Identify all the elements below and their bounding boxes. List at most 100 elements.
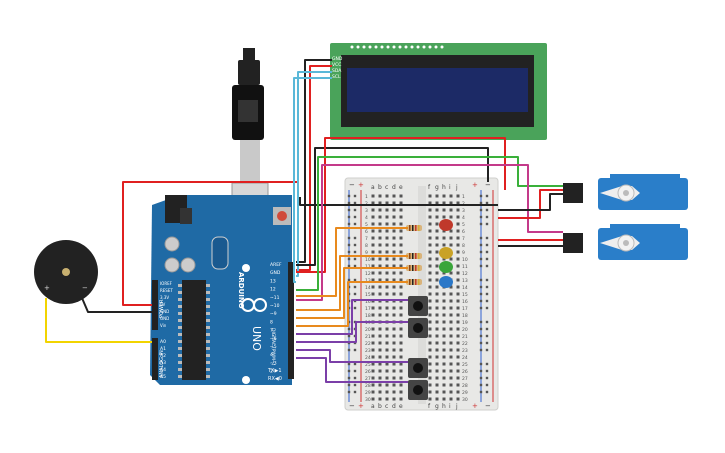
row-number-right: 9 (462, 250, 465, 256)
digital-section-label: DIGITAL (PWM~) (270, 328, 276, 366)
row-number-left: 26 (365, 369, 371, 375)
digital-pin-label: 2 (270, 369, 273, 375)
piezo-buzzer[interactable]: + − (34, 240, 98, 304)
rail-minus-label-right: − (485, 181, 491, 189)
rail-plus-label: + (358, 181, 364, 189)
rail-plus-label-bottom-right: + (472, 402, 478, 410)
lcd-pin-sda: SDA (332, 68, 342, 74)
row-number-left: 29 (365, 390, 371, 396)
analog-section-label: ANALOG IN (159, 350, 165, 378)
lcd-display[interactable]: GND VCC SDA SCL (330, 43, 547, 140)
digital-pin-label: 8 (270, 319, 273, 325)
row-number-left: 5 (365, 222, 368, 228)
column-letter-bottom: h (442, 403, 446, 410)
row-number-left: 15 (365, 292, 371, 298)
digital-pin-label: ~5 (270, 344, 277, 350)
digital-header (288, 262, 294, 379)
row-number-left: 30 (365, 397, 371, 403)
row-number-left: 4 (365, 215, 368, 221)
analog-pin-label: A2 (160, 353, 166, 359)
digital-pin-label: 12 (270, 287, 276, 293)
lcd-header-pins (350, 45, 444, 49)
led-yellow[interactable] (439, 247, 453, 259)
row-number-left: 24 (365, 355, 371, 361)
row-number-right: 4 (462, 215, 465, 221)
column-letter-bottom: g (435, 403, 439, 410)
analog-pin-label: A5 (160, 374, 166, 380)
led-blue[interactable] (439, 276, 453, 288)
row-number-left: 25 (365, 362, 371, 368)
power-pin-label: GND (160, 316, 169, 321)
lcd-pin-gnd: GND (332, 56, 343, 62)
row-number-right: 7 (462, 236, 465, 242)
resistors[interactable] (406, 225, 422, 285)
rail-plus-label-right: + (472, 181, 478, 189)
digital-pin-label: ~9 (270, 311, 277, 317)
digital-pin-label: 7 (270, 328, 273, 334)
power-header (152, 280, 158, 330)
led-red[interactable] (439, 219, 453, 231)
row-number-left: 3 (365, 208, 368, 214)
analog-pin-label: A1 (160, 346, 166, 352)
power-pin-label: 3.3V (160, 295, 169, 300)
push-button-4[interactable] (408, 380, 428, 400)
digital-pin-label: ~3 (270, 360, 277, 366)
row-number-right: 17 (462, 306, 468, 312)
column-letter-top: c (385, 184, 388, 191)
row-number-left: 20 (365, 327, 371, 333)
column-letter-top: g (435, 184, 439, 191)
power-pin-label: RESET (160, 288, 173, 293)
digital-pin-label: ~10 (270, 303, 280, 309)
row-number-right: 8 (462, 243, 465, 249)
column-letter-top: j (455, 184, 458, 191)
row-number-right: 18 (462, 313, 468, 319)
column-letter-top: e (399, 184, 403, 191)
lcd-pin-scl: SCL (332, 74, 341, 80)
arduino-logo (241, 298, 267, 312)
row-number-left: 10 (365, 257, 371, 263)
row-number-right: 6 (462, 229, 465, 235)
row-number-left: 6 (365, 229, 368, 235)
row-number-right: 29 (462, 390, 468, 396)
servo-motor-bottom[interactable] (563, 224, 688, 260)
digital-pin-label: AREF (270, 262, 282, 268)
row-number-right: 28 (462, 383, 468, 389)
row-number-left: 12 (365, 271, 371, 277)
push-button-1[interactable] (408, 296, 428, 316)
rail-minus-label-bottom: − (349, 402, 355, 410)
row-number-left: 1 (365, 194, 368, 200)
row-number-right: 23 (462, 348, 468, 354)
row-number-right: 1 (462, 194, 465, 200)
digital-pin-label: 13 (270, 278, 276, 284)
row-number-right: 3 (462, 208, 465, 214)
digital-pin-label: GND (270, 270, 281, 276)
push-button-2[interactable] (408, 318, 428, 338)
row-number-left: 14 (365, 285, 371, 291)
power-pin-label: IOREF (160, 281, 173, 286)
row-number-right: 26 (462, 369, 468, 375)
power-pin-label: 5V (160, 302, 166, 307)
row-number-right: 24 (462, 355, 468, 361)
tx-label: TX▶1 (267, 368, 282, 374)
column-letter-top: h (442, 184, 446, 191)
row-number-right: 12 (462, 271, 468, 277)
row-number-left: 16 (365, 299, 371, 305)
wires[interactable] (45, 59, 563, 383)
push-button-3[interactable] (408, 358, 428, 378)
column-letter-top: b (378, 184, 382, 191)
led-green[interactable] (439, 261, 453, 273)
rail-plus-label-bottom: + (358, 402, 364, 410)
servo-motor-top[interactable] (563, 174, 688, 210)
row-number-left: 7 (365, 236, 368, 242)
usb-cable[interactable] (231, 48, 269, 214)
row-number-left: 9 (365, 250, 368, 256)
row-number-right: 5 (462, 222, 465, 228)
column-letter-bottom: d (392, 403, 396, 410)
power-pin-label: GND (160, 309, 169, 314)
